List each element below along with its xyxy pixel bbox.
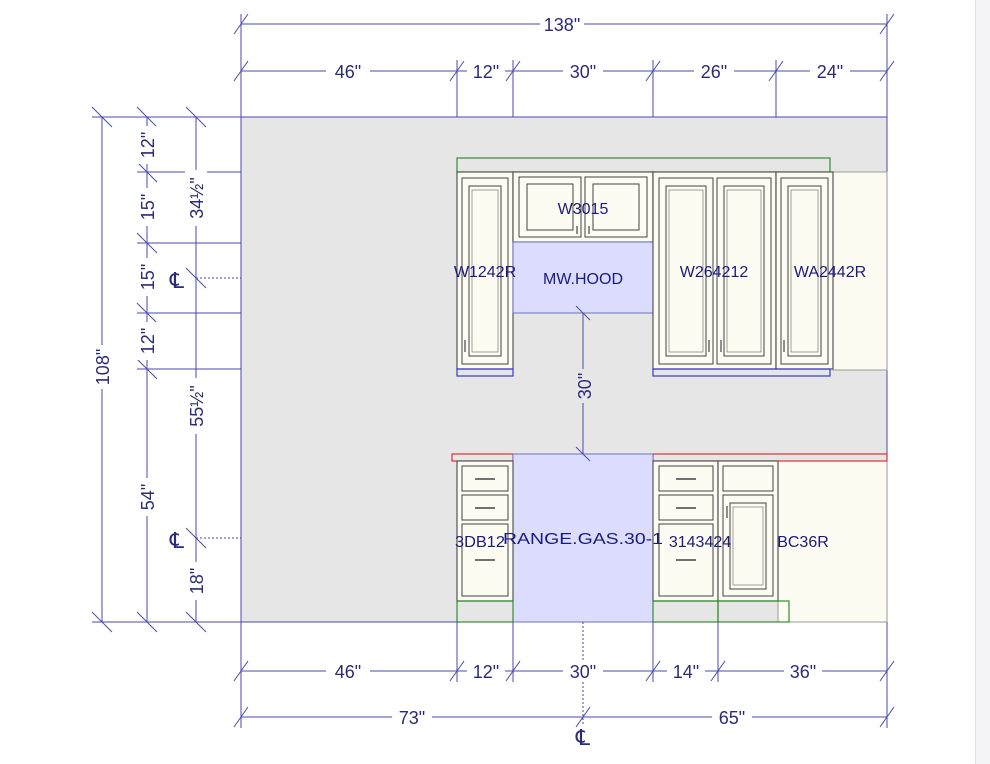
toe-kick-left [456, 600, 514, 623]
dim-bottom-segment: 36" [790, 662, 816, 682]
cabinet-label-W3015: W3015 [558, 201, 609, 218]
base-cabinet-3DB12[interactable] [456, 460, 514, 602]
dim-top-segment: 46" [335, 62, 361, 82]
gas-range[interactable] [512, 453, 654, 623]
toe-kick-right [717, 600, 790, 623]
cabinet-label-RANGE: RANGE.GAS.30-1 [503, 531, 663, 548]
dimension-label-masks [91, 13, 850, 728]
wall-cabinet-WA2442R[interactable] [775, 171, 834, 370]
cabinet-label-BC36R: BC36R [777, 534, 829, 551]
cabinet-label-MW-HOOD: MW.HOOD [543, 271, 623, 288]
wall-cabinet-W3015[interactable] [512, 171, 654, 243]
wall-cabinet-W264212[interactable] [652, 171, 777, 370]
dim-left-total: 108" [93, 349, 113, 385]
base-cabinet-BC36R[interactable] [717, 460, 779, 602]
dim-left-segment: 15" [138, 264, 158, 290]
dim-top-segment: 26" [701, 62, 727, 82]
dim-left-segment: 12" [138, 132, 158, 158]
dim-top-segment: 12" [473, 62, 499, 82]
dim-left-inner: 18" [187, 568, 207, 594]
cabinet-label-3143424: 3143424 [669, 534, 731, 551]
dim-bottom-segment: 30" [570, 662, 596, 682]
dim-top-total: 138" [544, 15, 580, 35]
dim-left-segment: 15" [138, 194, 158, 220]
dim-top-segment: 30" [570, 62, 596, 82]
cabinet-label-3DB12: 3DB12 [455, 534, 505, 551]
dim-left-inner: 55½" [187, 385, 207, 426]
cabinet-label-WA2442R: WA2442R [794, 264, 866, 281]
centerline-icon: ℄ [169, 269, 185, 294]
cabinet-label-W1242R: W1242R [454, 264, 516, 281]
dim-bottom-split: 65" [719, 708, 745, 728]
dim-left-segment: 54" [138, 484, 158, 510]
cabinet-label-W264212: W264212 [680, 264, 749, 281]
centerline-icon: ℄ [575, 726, 591, 751]
clearance-dimension-label: 30" [575, 373, 595, 399]
base-cabinet-3143424[interactable] [652, 460, 719, 602]
vertical-scrollbar[interactable] [975, 0, 990, 764]
dim-bottom-segment: 46" [335, 662, 361, 682]
light-rail-right [652, 368, 831, 377]
dim-bottom-segment: 14" [673, 662, 699, 682]
dim-bottom-split: 73" [399, 708, 425, 728]
dim-left-segment: 12" [138, 328, 158, 354]
dim-bottom-segment: 12" [473, 662, 499, 682]
dim-top-segment: 24" [817, 62, 843, 82]
light-rail-left [456, 368, 514, 377]
centerline-icon: ℄ [169, 529, 185, 554]
right-wall-panel-upper [832, 171, 888, 371]
wall-cabinet-W1242R[interactable] [456, 171, 514, 370]
dim-left-inner: 34½" [187, 177, 207, 218]
